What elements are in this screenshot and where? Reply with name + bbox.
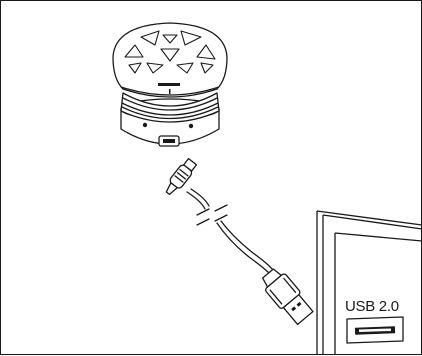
computer-case — [316, 210, 422, 354]
mini-usb-plug — [165, 157, 198, 196]
computer — [316, 210, 422, 354]
speaker-logo — [158, 83, 180, 86]
speaker — [112, 22, 228, 147]
speaker-bellows — [120, 92, 220, 123]
usb-port-label: USB 2.0 — [345, 298, 399, 315]
computer-usb-port — [346, 316, 404, 344]
speaker-grill — [124, 30, 216, 74]
cable-break — [196, 204, 228, 226]
usb-a-plug — [261, 268, 314, 326]
computer-front-panel — [334, 232, 422, 354]
usb-cable — [165, 157, 314, 326]
